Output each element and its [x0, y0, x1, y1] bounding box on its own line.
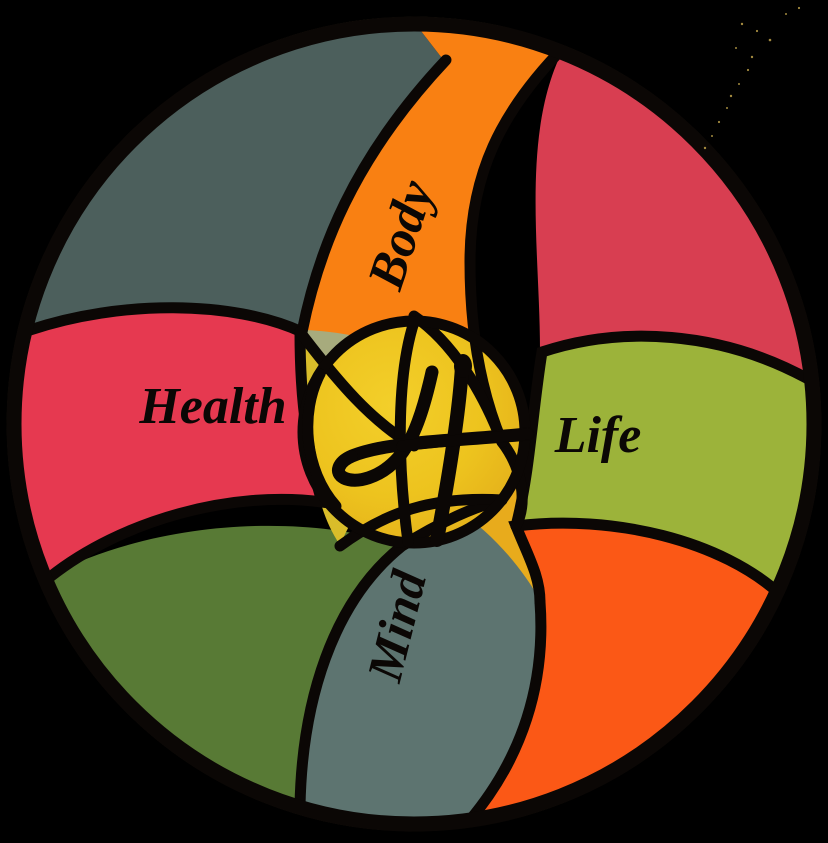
wedge-green-life [515, 335, 816, 596]
stroke-arm-bottom [294, 494, 508, 812]
wedge-rose-upper-right [535, 46, 810, 380]
stroke-arm-lowerright-tip [464, 596, 547, 826]
stroke-arm-right [510, 330, 816, 532]
wedge-crimson-health [16, 307, 320, 575]
label-health: Health [138, 378, 286, 435]
stroke-core-right [496, 436, 528, 532]
label-life: Life [554, 407, 642, 464]
outer-ring-outline [6, 16, 822, 832]
stroke-arm-bottomright [508, 517, 788, 608]
wedge-slate-top-left [30, 22, 445, 330]
stroke-arm-top [464, 40, 571, 448]
scan-speckles [703, 6, 801, 150]
wedge-slate-mind [300, 500, 541, 823]
stroke-disc-meridian [394, 316, 420, 548]
stroke-monogram-ring-inner [302, 368, 342, 512]
stroke-core-bottom [334, 493, 508, 552]
monogram-h-icon [332, 354, 535, 547]
stroke-arm-left [44, 326, 330, 583]
emblem-body: Health Body Life Mind [16, 22, 816, 826]
wedge-olive-lower-left [16, 424, 400, 806]
wedge-orangered-lower-right [470, 522, 782, 820]
